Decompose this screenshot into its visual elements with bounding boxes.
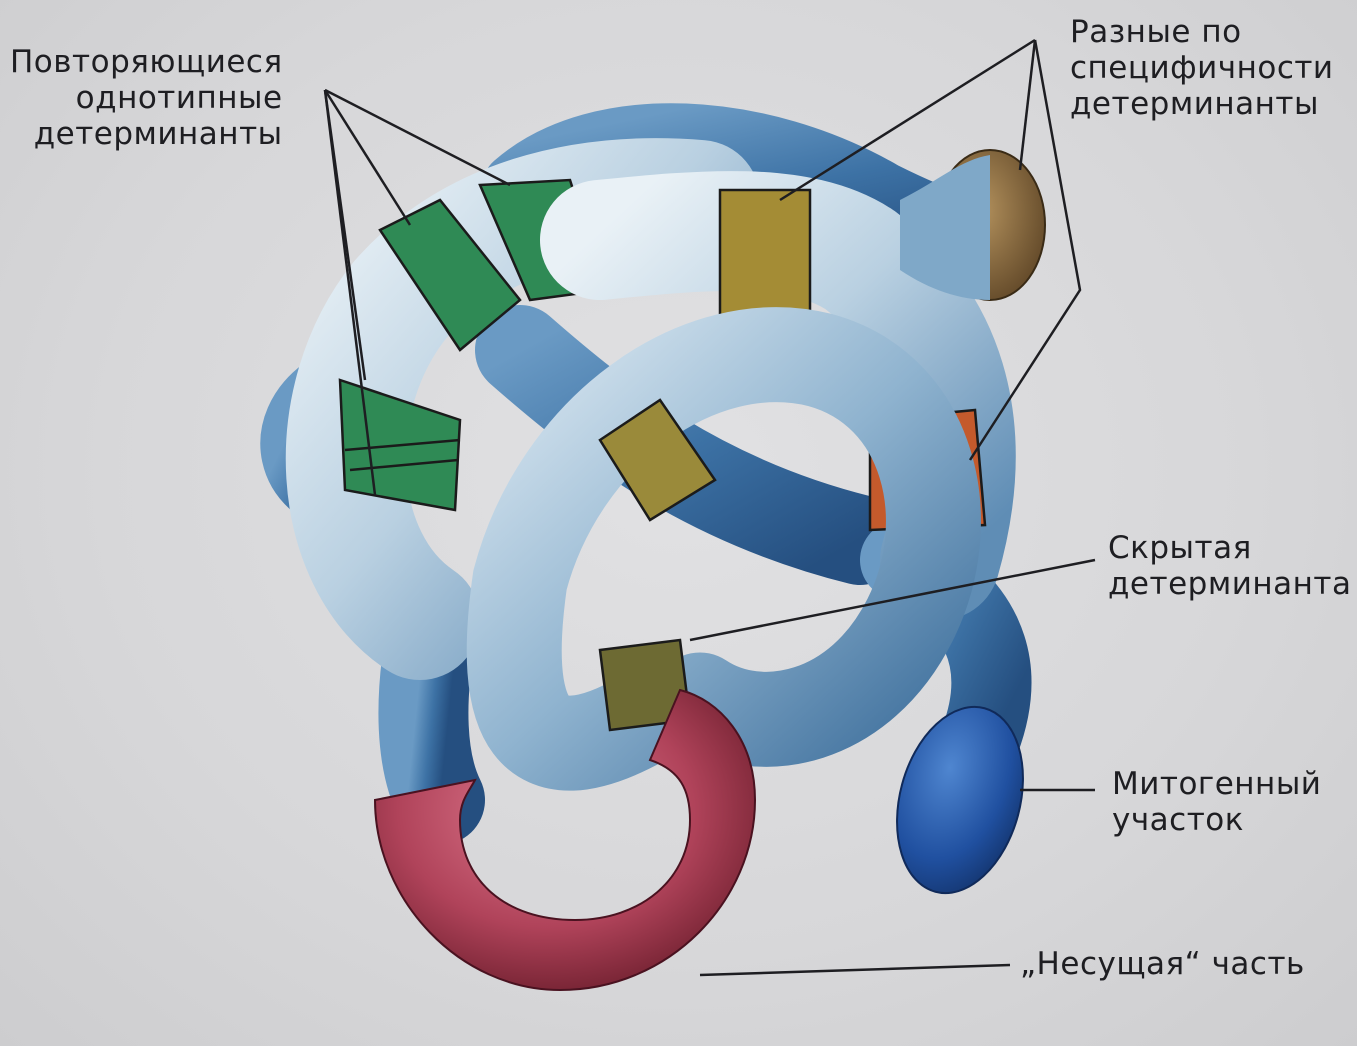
hidden-determinant-label: Скрытая детерминанта (1108, 530, 1351, 602)
carrier-part-label: „Несущая“ часть (1020, 946, 1305, 982)
mitogenic-site-label: Митогенный участок (1112, 766, 1321, 838)
gold-determinant-band (720, 190, 810, 320)
different-determinants-label: Разные по специфичности детерминанты (1070, 14, 1334, 122)
repeating-determinants-label: Повторяющиеся однотипные детерминанты (10, 44, 283, 152)
